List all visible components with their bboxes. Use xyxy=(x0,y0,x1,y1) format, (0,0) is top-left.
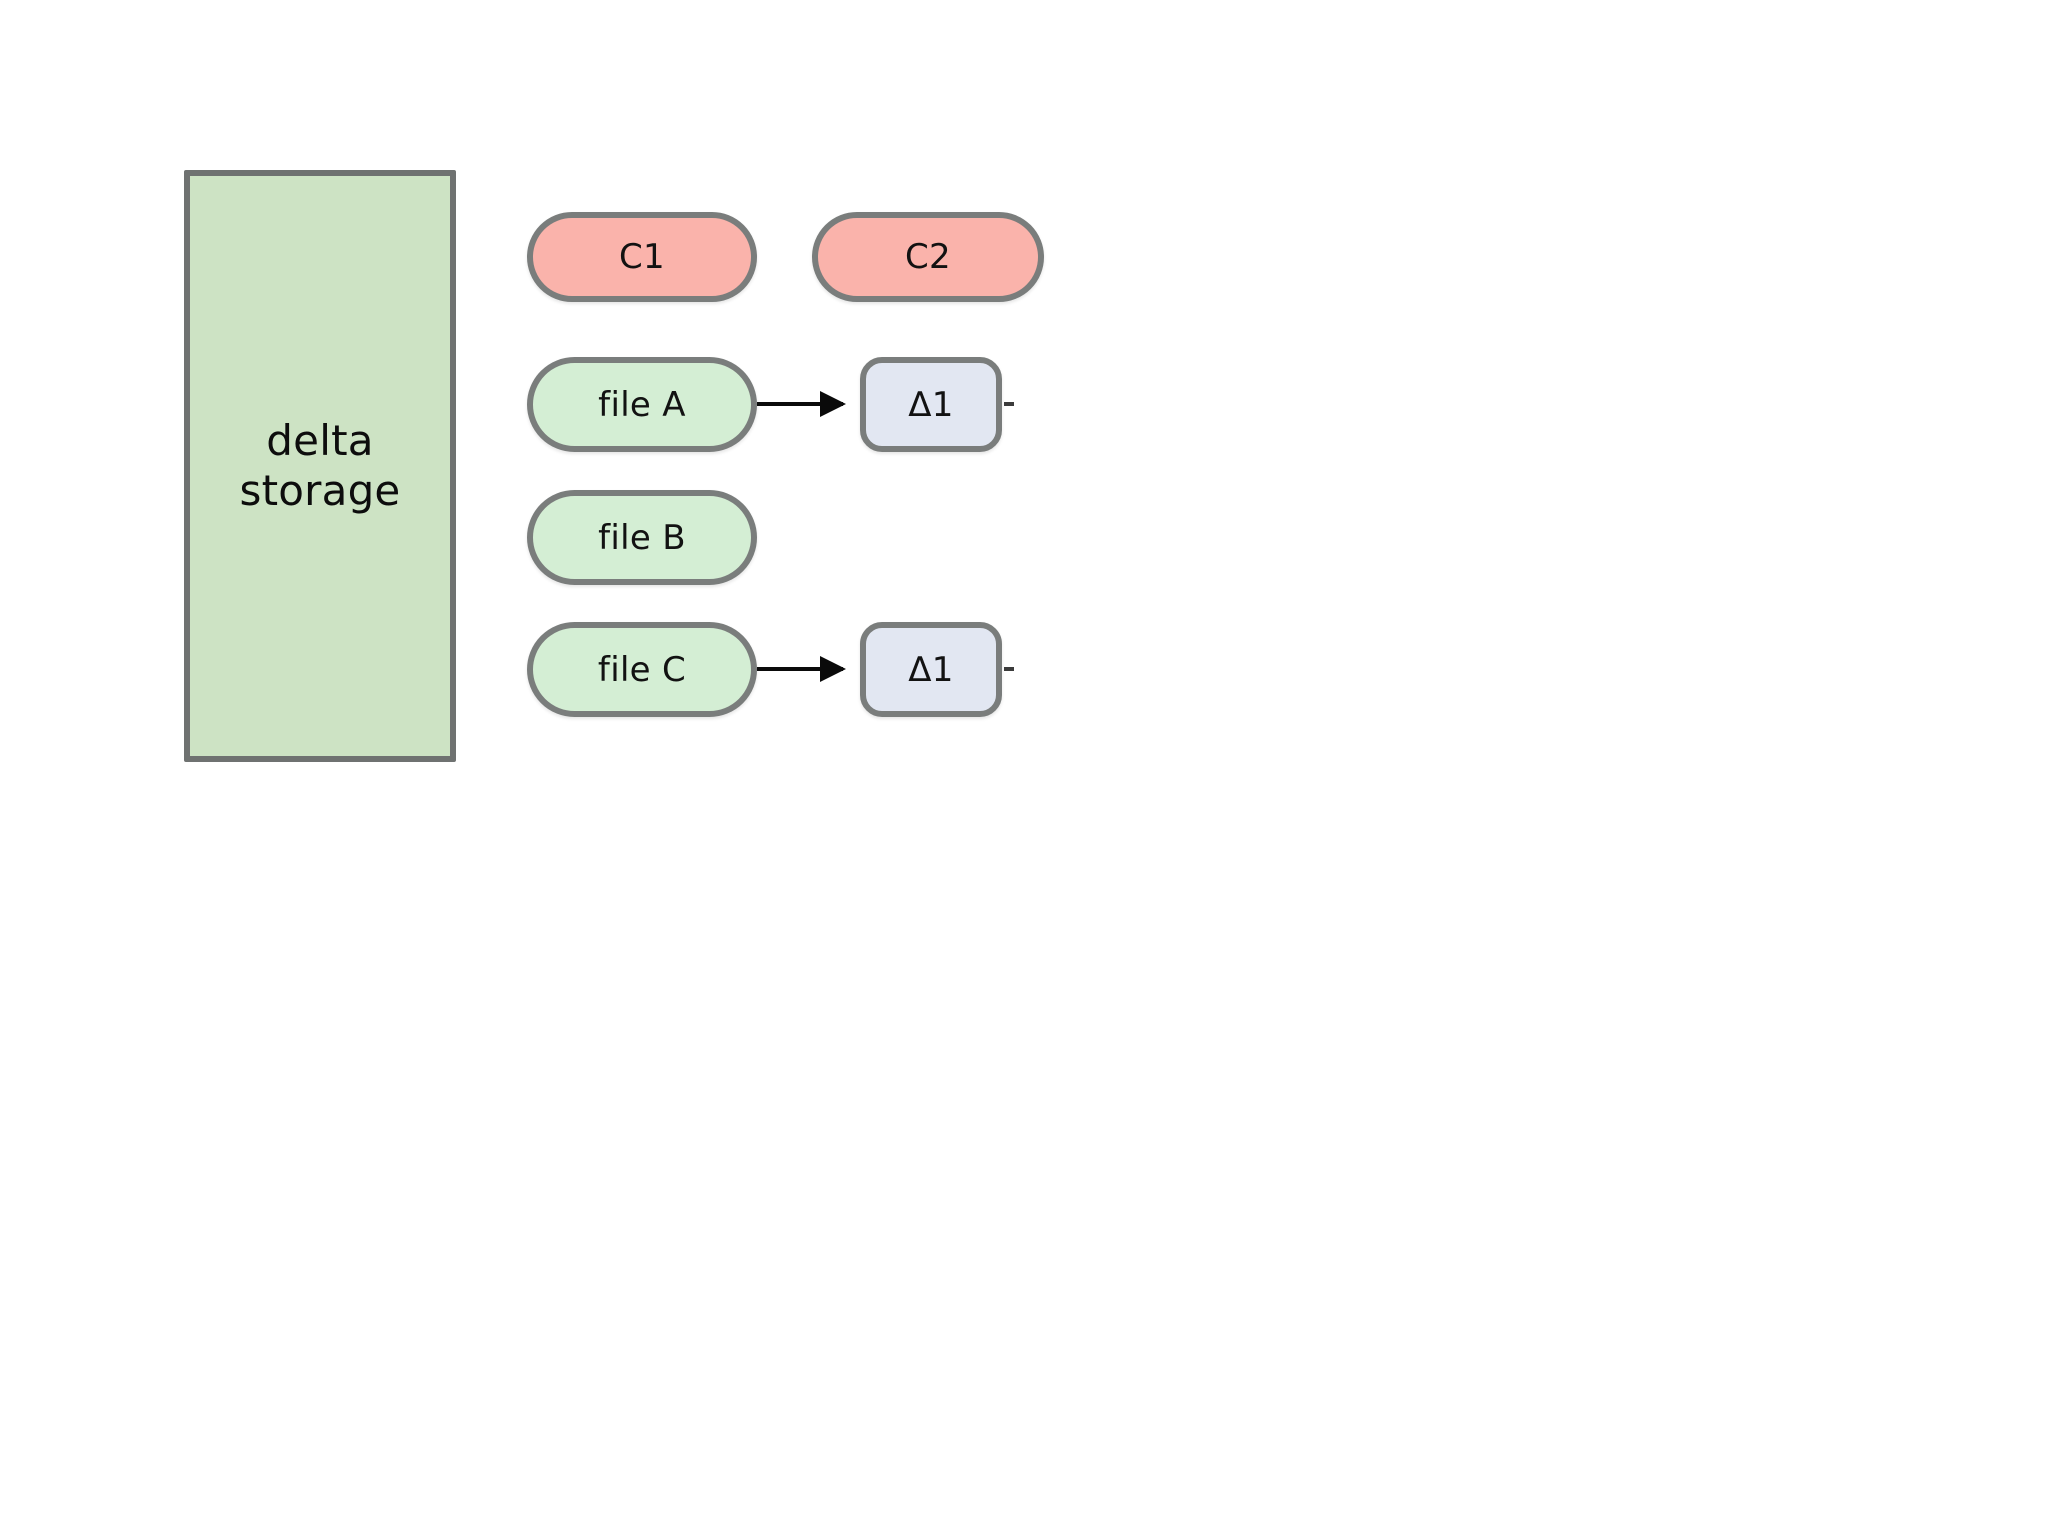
node-delta-a1-label: Δ1 xyxy=(908,384,954,425)
delta-storage-container[interactable]: delta storage xyxy=(184,170,456,762)
node-delta-c1-label: Δ1 xyxy=(908,649,954,690)
node-file-c[interactable]: file C xyxy=(527,622,757,717)
node-file-c-label: file C xyxy=(597,649,687,690)
node-file-a[interactable]: file A xyxy=(527,357,757,452)
node-delta-a1[interactable]: Δ1 xyxy=(860,357,1002,452)
delta-a1-truncation-mark xyxy=(1004,402,1014,406)
node-c2[interactable]: C2 xyxy=(812,212,1044,302)
node-file-b[interactable]: file B xyxy=(527,490,757,585)
node-c1-label: C1 xyxy=(619,237,665,277)
node-file-a-label: file A xyxy=(598,384,686,425)
node-c1[interactable]: C1 xyxy=(527,212,757,302)
edge-file-c-to-delta-1 xyxy=(757,667,843,671)
node-file-b-label: file B xyxy=(598,517,686,558)
node-delta-c1[interactable]: Δ1 xyxy=(860,622,1002,717)
delta-storage-label: delta storage xyxy=(239,416,401,515)
delta-c1-truncation-mark xyxy=(1004,667,1014,671)
node-c2-label: C2 xyxy=(905,237,951,277)
edge-file-a-to-delta-1 xyxy=(757,402,843,406)
